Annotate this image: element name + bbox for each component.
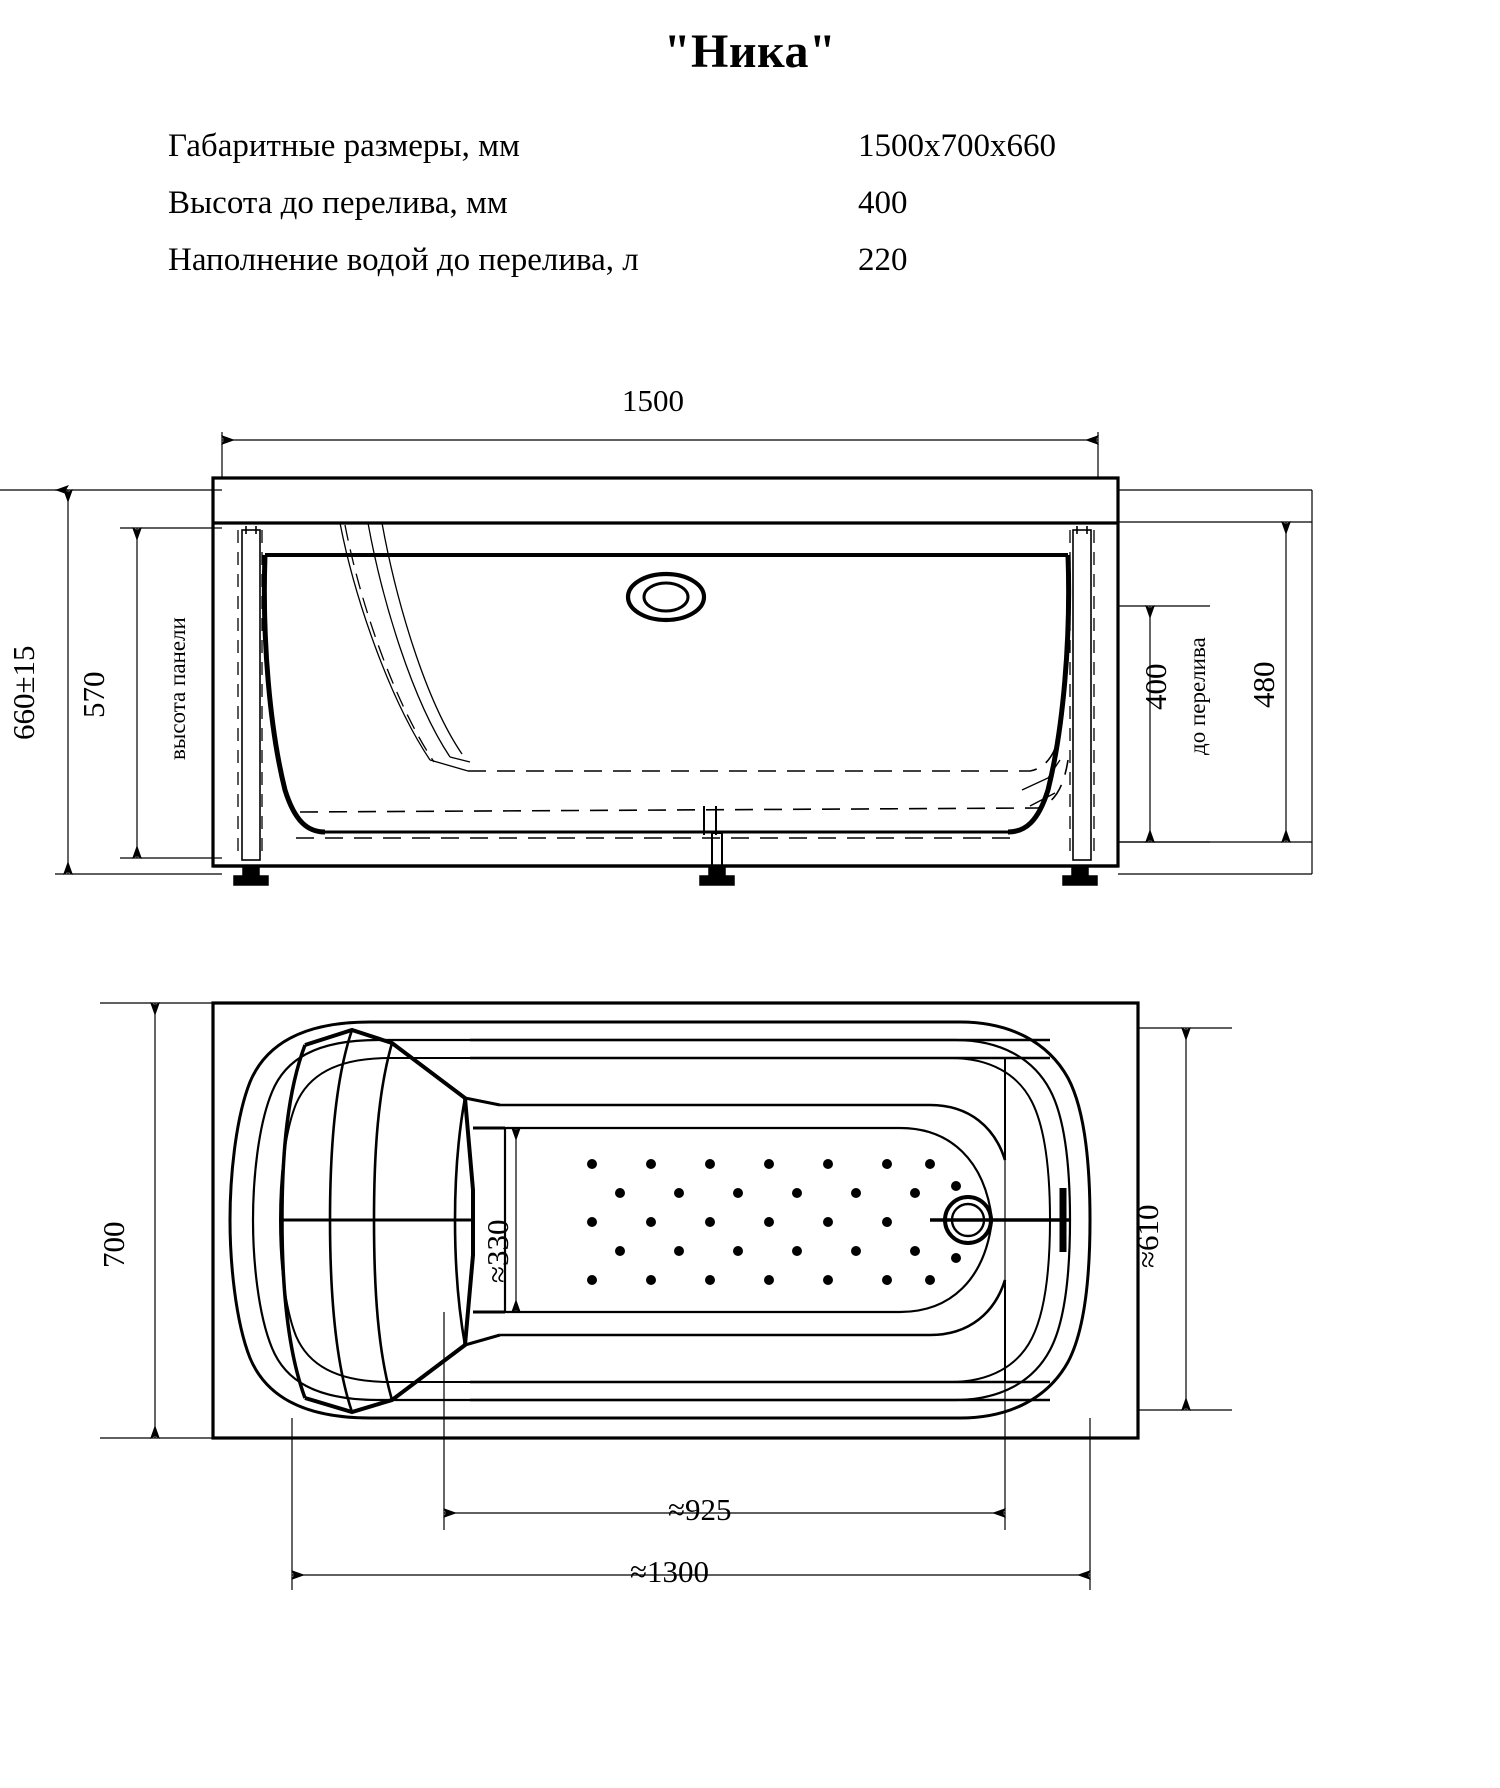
table-row: Наполнение водой до перелива, л 220: [168, 242, 1208, 299]
plan-view-group: [100, 1001, 1232, 1590]
spec-value: 400: [858, 185, 908, 221]
dim-label-overflow-height: 400: [1138, 663, 1173, 711]
specification-table: Габаритные размеры, мм 1500x700x660 Высо…: [168, 128, 1208, 299]
dim-label-panel-height: 570: [76, 671, 111, 719]
dim-label-inner-length: ≈1300: [630, 1554, 710, 1589]
spec-label: Наполнение водой до перелива, л: [168, 242, 639, 278]
dim-label-panel-height-note: высота панели: [165, 617, 190, 760]
dim-label-width-1500: 1500: [622, 383, 684, 418]
dim-label-outer-width: 700: [96, 1221, 131, 1269]
spec-value: 1500x700x660: [858, 128, 1056, 164]
dim-label-bottom-width: ≈330: [480, 1219, 515, 1283]
overflow-drain-icon: [625, 571, 707, 623]
front-elevation-group: [0, 432, 1313, 886]
antislip-dots: [587, 1159, 961, 1285]
dim-label-bottom-length: ≈925: [668, 1492, 732, 1527]
foot-center: [699, 865, 735, 886]
dim-700: [100, 1002, 213, 1439]
center-support-leg: [703, 806, 723, 869]
tub-feet-group: [233, 865, 1098, 886]
table-row: Габаритные размеры, мм 1500x700x660: [168, 128, 1208, 185]
dim-label-total-height: 660±15: [6, 645, 41, 740]
dim-label-overflow-note: до перелива: [1185, 637, 1210, 755]
foot-right: [1062, 865, 1098, 886]
spec-label: Габаритные размеры, мм: [168, 128, 520, 164]
drain-icon: [943, 1195, 993, 1245]
spec-value: 220: [858, 242, 908, 278]
foot-left: [233, 865, 269, 886]
table-row: Высота до перелива, мм 400: [168, 185, 1208, 242]
dim-1500: [221, 432, 1099, 478]
dim-label-inner-width: ≈610: [1130, 1204, 1165, 1268]
dim-label-rim-height: 480: [1246, 661, 1281, 709]
spec-label: Высота до перелива, мм: [168, 185, 508, 221]
dim-925: [443, 1160, 1006, 1530]
page-title: "Ника": [663, 25, 837, 78]
